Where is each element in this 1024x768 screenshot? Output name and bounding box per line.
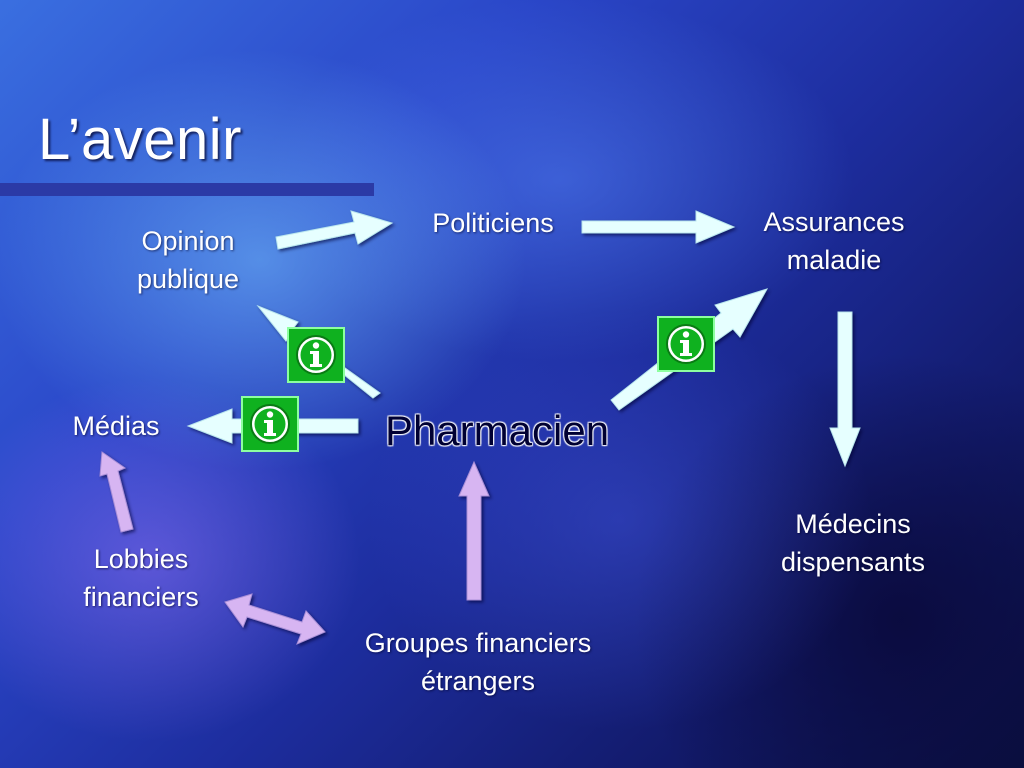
info-icon [296,335,336,375]
info-icon [666,324,706,364]
arrow-opinion-to-politiciens [275,210,394,250]
node-assurances-line-2: maladie [786,245,882,275]
node-groupes-financiers: Groupes financiers étrangers [330,624,626,700]
node-assurances-maladie: Assurances maladie [740,203,928,279]
title-underline [0,183,374,196]
info-button-assurances[interactable] [657,316,715,372]
node-opinion-publique: Opinion publique [112,222,264,298]
arrow-lobbies-to-medias [99,451,134,533]
node-medecins-line-2: dispensants [780,547,926,577]
node-lobbies-line-1: Lobbies [93,544,189,574]
info-button-medias[interactable] [241,396,299,452]
node-medecins-dispensants: Médecins dispensants [752,505,954,581]
arrow-politiciens-to-assurances [581,210,736,244]
slide-title: L’avenir [38,107,242,172]
info-icon [250,404,290,444]
arrow-groupes-to-pharmacien [458,460,490,601]
node-politiciens: Politiciens [432,208,554,238]
node-lobbies-financiers: Lobbies financiers [60,540,222,616]
node-groupes-line-1: Groupes financiers [364,628,592,658]
node-opinion-line-1: Opinion [141,226,235,256]
info-button-opinion[interactable] [287,327,345,383]
node-pharmacien: Pharmacien [384,407,610,454]
node-medecins-line-1: Médecins [795,509,911,539]
arrow-lobbies-groupes [224,593,326,645]
node-assurances-line-1: Assurances [763,207,905,237]
node-opinion-line-2: publique [136,264,240,294]
node-lobbies-line-2: financiers [83,582,199,612]
node-groupes-line-2: étrangers [420,666,536,696]
node-medias: Médias [72,411,160,441]
arrow-assurances-to-medecins [829,311,861,468]
